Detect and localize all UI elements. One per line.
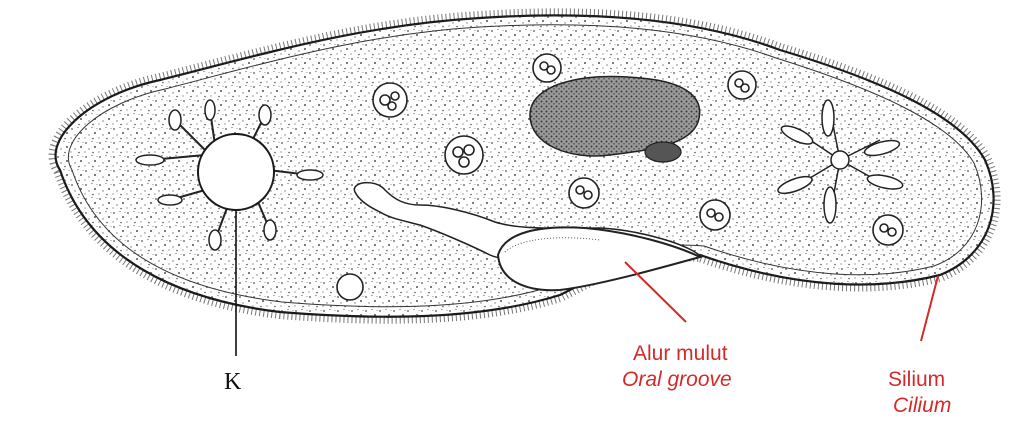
label-cilium-english: Cilium bbox=[893, 395, 951, 416]
label-oral-groove-malay: Alur mulut bbox=[633, 343, 728, 364]
leader-line-cilium bbox=[921, 276, 938, 341]
label-cilium-malay: Silium bbox=[888, 369, 945, 390]
label-k: K bbox=[224, 370, 241, 394]
micronucleus bbox=[645, 142, 681, 162]
label-oral-groove-english: Oral groove bbox=[622, 369, 732, 390]
leader-line-oral-groove bbox=[625, 262, 686, 322]
